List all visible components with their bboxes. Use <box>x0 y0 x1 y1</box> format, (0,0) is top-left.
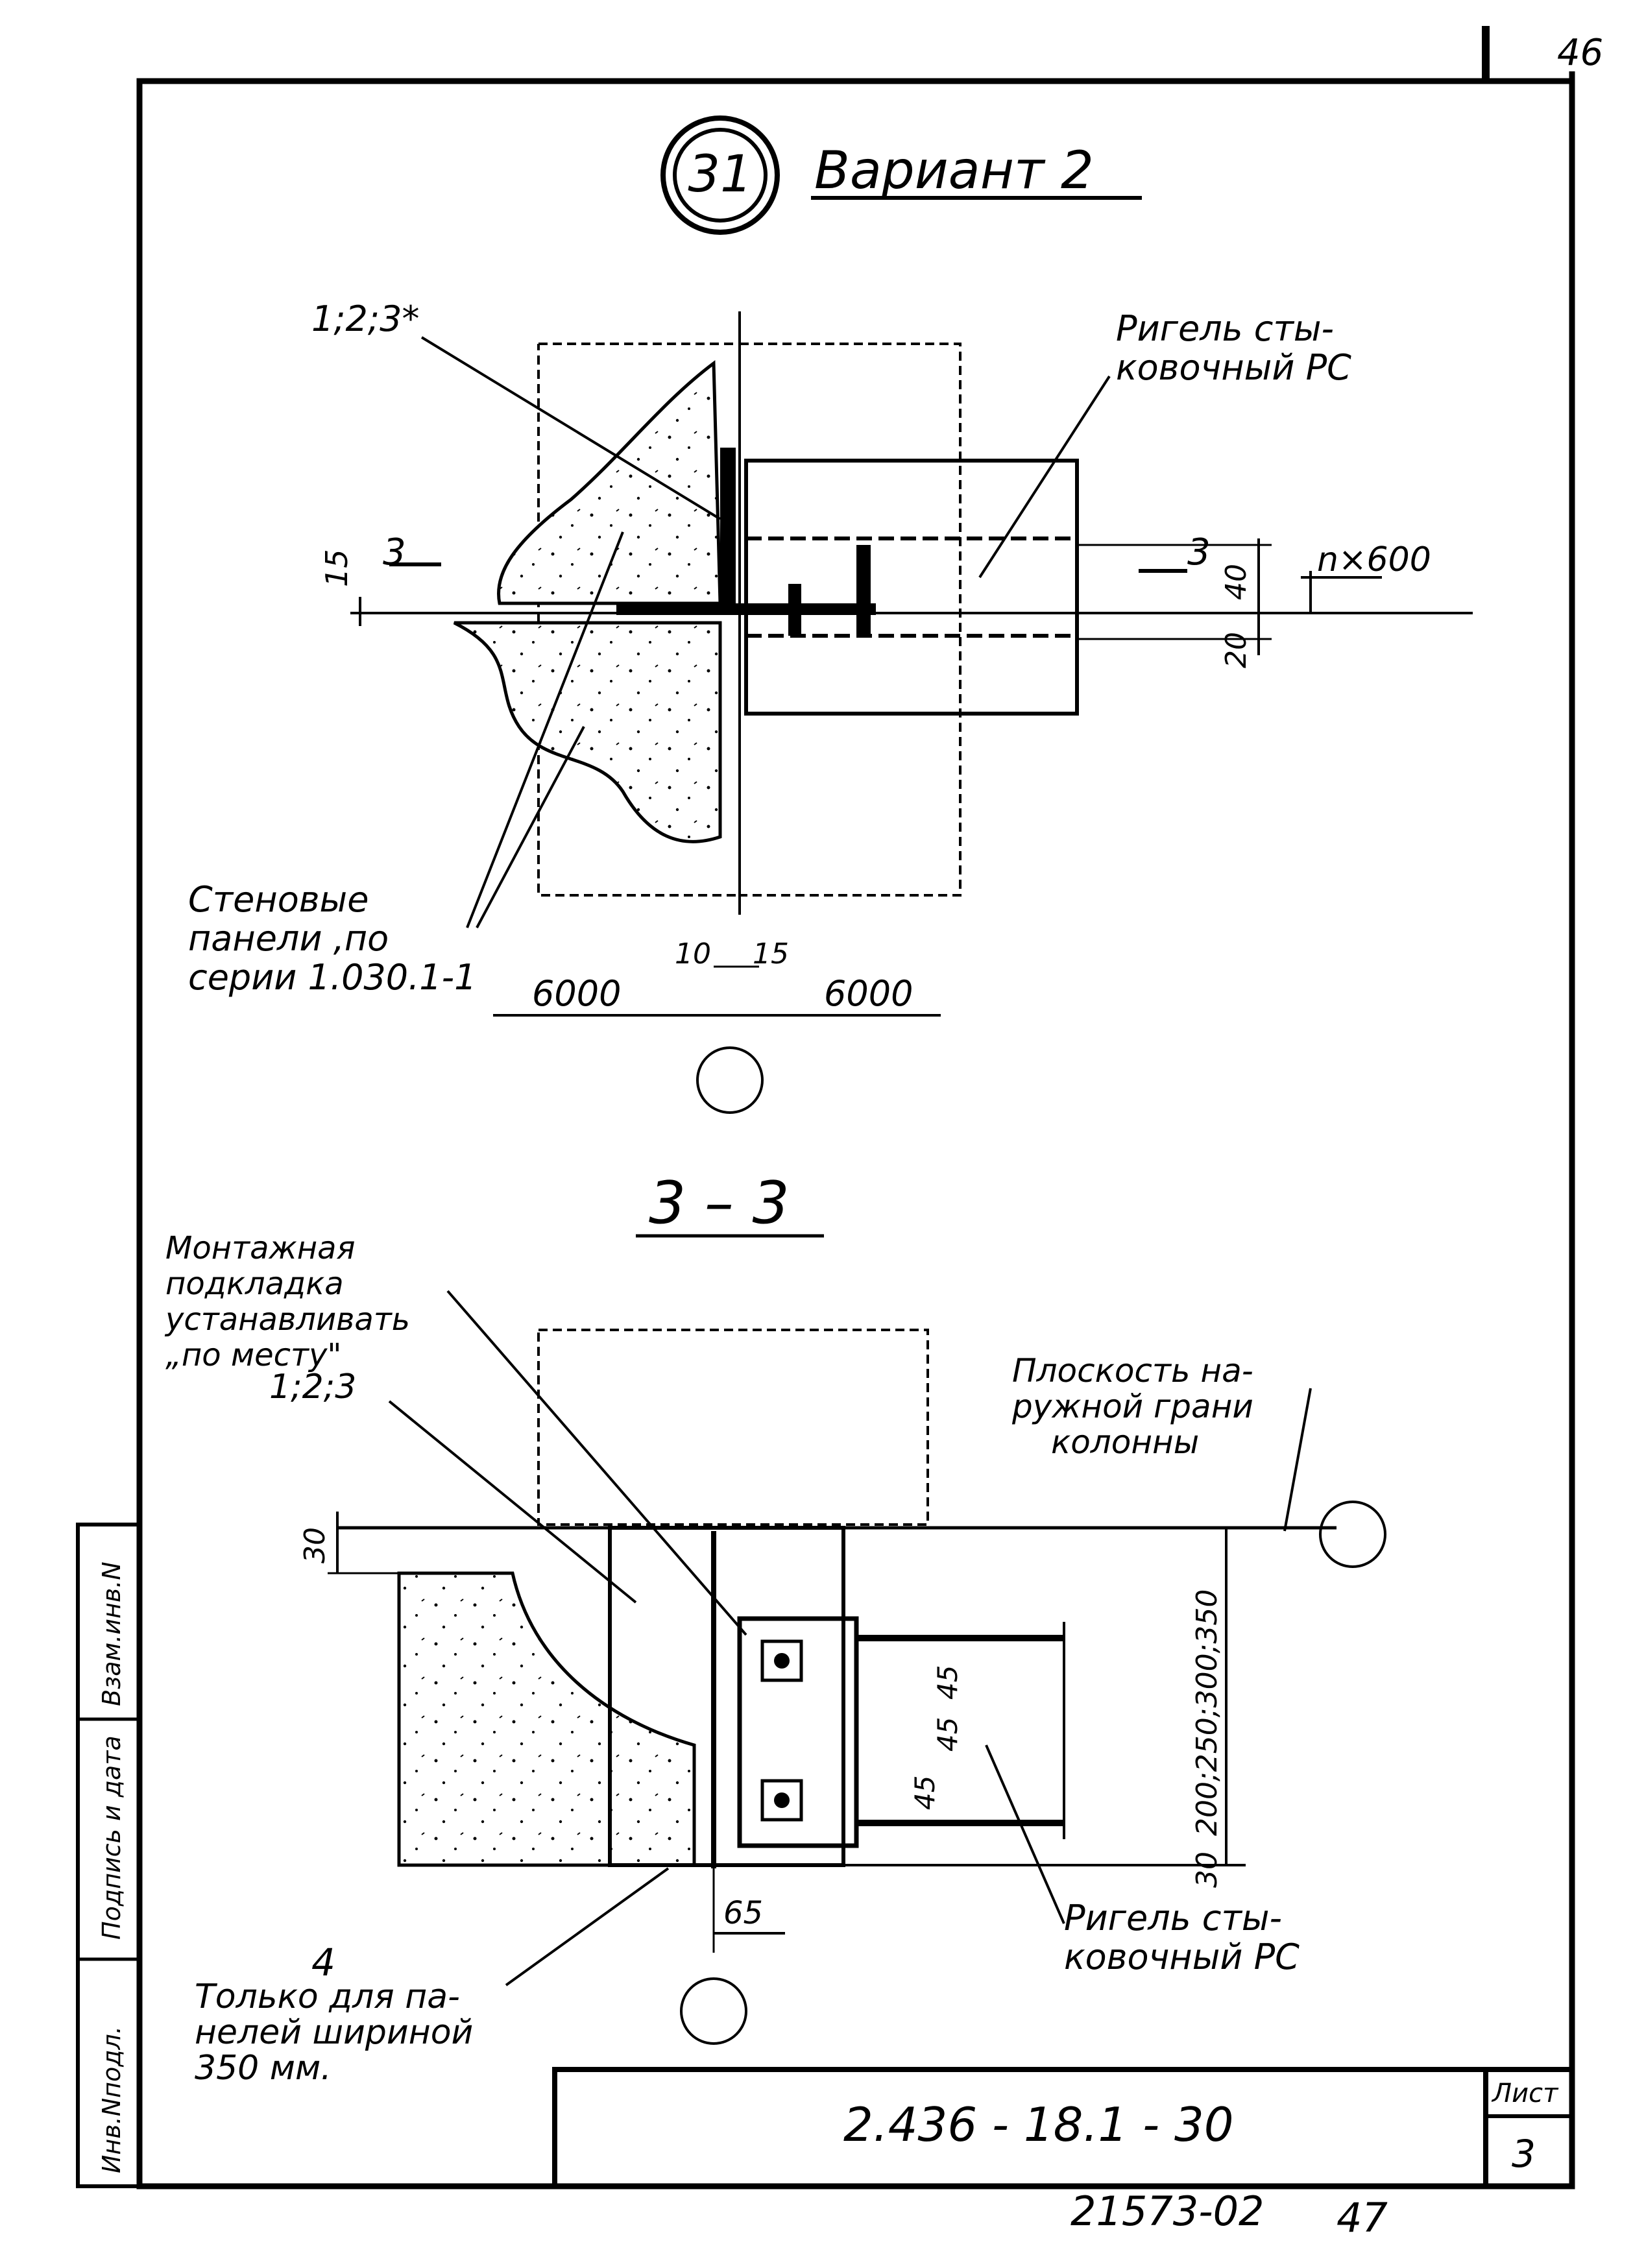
dim-height: 200;250;300;350 <box>1191 1589 1224 1836</box>
document-code: 2.436 - 18.1 - 30 <box>843 2097 1234 2152</box>
spacing-label: n×600 <box>1317 540 1431 579</box>
dim-45-a: 45 <box>932 1717 963 1752</box>
side-stamp <box>76 1523 141 2188</box>
inventory-suffix: 47 <box>1337 2194 1388 2241</box>
note-line-2: нелей шириной <box>195 2013 473 2052</box>
upper-riegel-label-1: Ригель сты- <box>1116 308 1334 349</box>
section-callout: 1;2;3 <box>269 1368 356 1406</box>
span-right: 6000 <box>824 973 913 1014</box>
note-line-3: 350 мм. <box>195 2049 332 2088</box>
dim-45-b: 45 <box>932 1665 963 1700</box>
mount-label-4: „по месту" <box>165 1337 341 1373</box>
note-line-1: Только для па- <box>195 1977 460 2016</box>
section-title: 3 – 3 <box>649 1169 790 1237</box>
dim-15-left: 15 <box>319 549 354 587</box>
plane-label-1: Плоскость на- <box>1012 1352 1253 1390</box>
node-number: 31 <box>688 145 752 204</box>
inventory-number: 21573-02 <box>1071 2188 1264 2235</box>
section-mark-left: 3 <box>383 531 406 573</box>
dim-20: 20 <box>1220 632 1253 668</box>
sheet-frame <box>136 26 1575 2190</box>
upper-view-geometry <box>350 311 1473 1114</box>
sheet-number: 3 <box>1512 2132 1536 2176</box>
section-riegel-label-1: Ригель сты- <box>1064 1898 1282 1938</box>
sheet-label: Лист <box>1491 2079 1559 2108</box>
corner-page-number: 46 <box>1557 32 1603 74</box>
dim-10: 10 <box>675 937 711 971</box>
dim-30-top: 30 <box>298 1527 332 1563</box>
dim-15-bottom: 15 <box>753 937 789 971</box>
mount-label-3: устанавливать <box>164 1301 410 1338</box>
wall-label-2: панели ,по <box>188 918 389 959</box>
plane-label-2: ружной грани <box>1011 1388 1253 1425</box>
stamp-signature-date: Подпись и дата <box>97 1735 126 1940</box>
dim-40: 40 <box>1220 564 1253 600</box>
mount-label-1: Монтажная <box>165 1230 355 1266</box>
mount-label-2: подкладка <box>165 1266 344 1302</box>
variant-title: Вариант 2 <box>814 140 1094 200</box>
section-riegel-label-2: ковочный РС <box>1064 1936 1300 1977</box>
note-number: 4 <box>311 1940 335 1984</box>
dim-65: 65 <box>723 1895 763 1931</box>
plane-label-3: колонны <box>1051 1423 1199 1461</box>
wall-label-1: Стеновые <box>188 879 369 920</box>
wall-label-3: серии 1.030.1-1 <box>188 957 477 998</box>
dim-30-bottom: 30 <box>1191 1852 1224 1888</box>
section-view-geometry <box>328 1290 1386 2045</box>
span-left: 6000 <box>532 973 621 1014</box>
stamp-inv-podl: Инв.Nподл. <box>97 2026 126 2173</box>
stamp-inv-replace: Взам.инв.N <box>97 1562 126 1706</box>
node-circle <box>660 115 780 235</box>
callout-top-left: 1;2;3* <box>311 298 419 339</box>
upper-riegel-label-2: ковочный РС <box>1116 347 1351 388</box>
section-mark-right: 3 <box>1187 531 1211 573</box>
title-block <box>552 2067 1575 2189</box>
dim-45-c: 45 <box>909 1776 941 1810</box>
